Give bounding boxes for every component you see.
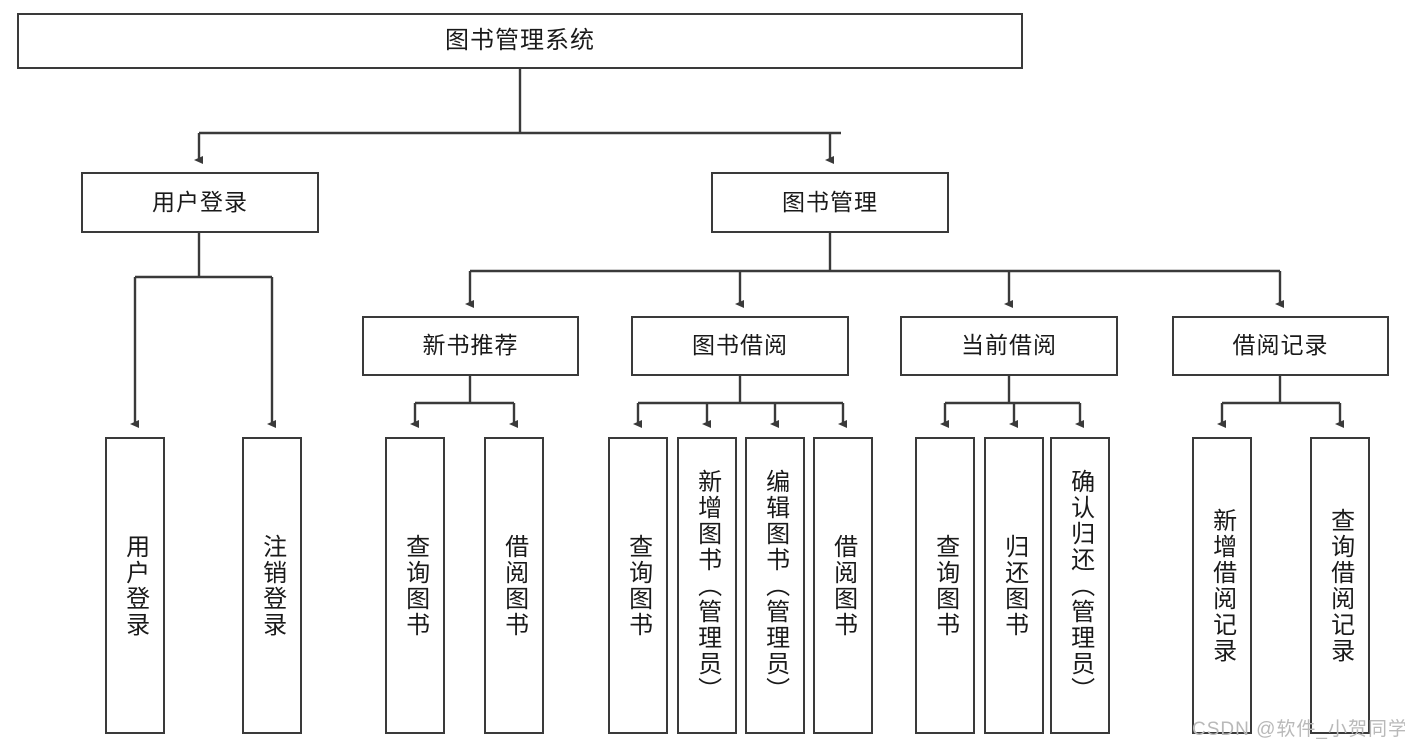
- node-leaf-confirm-return-admin[interactable]: 确认归还（管理员）: [1050, 437, 1110, 734]
- node-label: 归还图书: [1000, 533, 1028, 638]
- node-label: 借阅记录: [1232, 332, 1329, 359]
- node-leaf-add-book-admin[interactable]: 新增图书（管理员）: [677, 437, 737, 734]
- node-label: 新增借阅记录: [1208, 507, 1236, 664]
- node-label: 借阅图书: [500, 533, 528, 638]
- node-label: 图书管理: [782, 188, 878, 215]
- node-label: 当前借阅: [961, 332, 1057, 359]
- node-label: 用户登录: [152, 188, 248, 215]
- node-label: 查询图书: [624, 533, 652, 638]
- node-label: 图书管理系统: [445, 26, 595, 54]
- node-label: 新增图书（管理员）: [693, 468, 721, 703]
- node-label: 图书借阅: [692, 332, 788, 359]
- node-leaf-add-borrow-record[interactable]: 新增借阅记录: [1192, 437, 1252, 734]
- node-label: 查询借阅记录: [1326, 507, 1354, 664]
- node-leaf-edit-book-admin[interactable]: 编辑图书（管理员）: [745, 437, 805, 734]
- node-leaf-query-book-recommend[interactable]: 查询图书: [385, 437, 445, 734]
- node-label: 用户登录: [121, 533, 149, 638]
- node-root-library-system[interactable]: 图书管理系统: [17, 13, 1023, 69]
- node-label: 确认归还（管理员）: [1066, 468, 1094, 703]
- node-book-borrow[interactable]: 图书借阅: [631, 316, 849, 376]
- node-user-login[interactable]: 用户登录: [81, 172, 319, 233]
- node-label: 注销登录: [258, 533, 286, 638]
- node-leaf-borrow-book[interactable]: 借阅图书: [813, 437, 873, 734]
- node-label: 新书推荐: [422, 332, 519, 359]
- node-label: 借阅图书: [829, 533, 857, 638]
- node-leaf-user-login[interactable]: 用户登录: [105, 437, 165, 734]
- node-current-borrow[interactable]: 当前借阅: [900, 316, 1118, 376]
- node-borrow-record[interactable]: 借阅记录: [1172, 316, 1389, 376]
- node-leaf-borrow-book-recommend[interactable]: 借阅图书: [484, 437, 544, 734]
- node-label: 查询图书: [401, 533, 429, 638]
- node-label: 编辑图书（管理员）: [761, 468, 789, 703]
- node-book-management[interactable]: 图书管理: [711, 172, 949, 233]
- node-leaf-logout[interactable]: 注销登录: [242, 437, 302, 734]
- node-leaf-query-borrow-record[interactable]: 查询借阅记录: [1310, 437, 1370, 734]
- node-new-book-recommend[interactable]: 新书推荐: [362, 316, 579, 376]
- node-label: 查询图书: [931, 533, 959, 638]
- node-leaf-query-book-borrow[interactable]: 查询图书: [608, 437, 668, 734]
- node-leaf-query-book-current[interactable]: 查询图书: [915, 437, 975, 734]
- node-leaf-return-book[interactable]: 归还图书: [984, 437, 1044, 734]
